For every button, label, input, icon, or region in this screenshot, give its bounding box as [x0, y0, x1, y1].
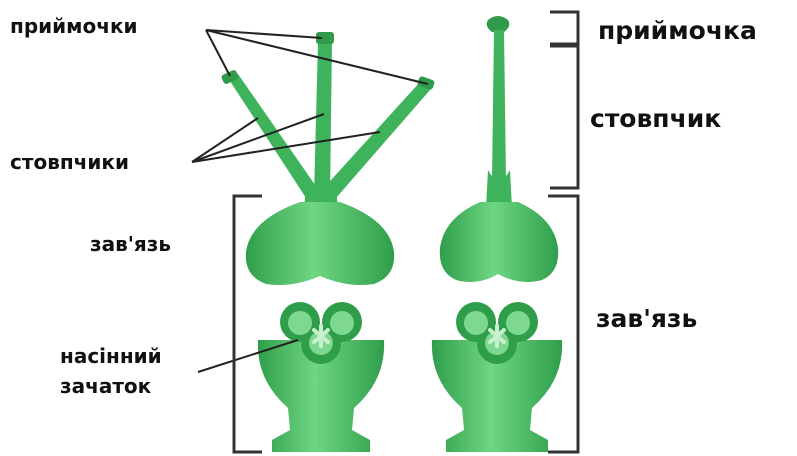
label-stigmas: приймочки	[10, 16, 138, 36]
right-ovary	[440, 202, 558, 282]
label-styles: стовпчики	[10, 152, 129, 172]
left-chamber-inner-1	[288, 311, 312, 335]
style-bracket	[550, 46, 578, 188]
left-pistil	[221, 32, 436, 452]
stigma-bracket	[550, 12, 578, 44]
right-pistil	[432, 16, 562, 452]
label-stigma: приймочка	[598, 18, 757, 43]
left-style-1	[228, 74, 320, 198]
label-ovule-line2: зачаток	[60, 376, 151, 396]
left-chamber-inner-2	[330, 311, 354, 335]
right-chamber-inner-1	[464, 311, 488, 335]
right-style	[492, 30, 506, 180]
stigma-leader-1	[206, 30, 230, 76]
style-leader-1	[192, 118, 258, 162]
right-chamber-inner-2	[506, 311, 530, 335]
label-ovary-right: зав'язь	[596, 306, 697, 331]
left-ovary	[246, 202, 394, 285]
left-style-3	[322, 82, 430, 198]
label-ovule-line1: насінний	[60, 346, 162, 366]
right-stigma	[487, 16, 510, 32]
label-ovary-left: зав'язь	[90, 234, 171, 254]
left-style-2	[314, 42, 332, 196]
label-style: стовпчик	[590, 106, 721, 131]
